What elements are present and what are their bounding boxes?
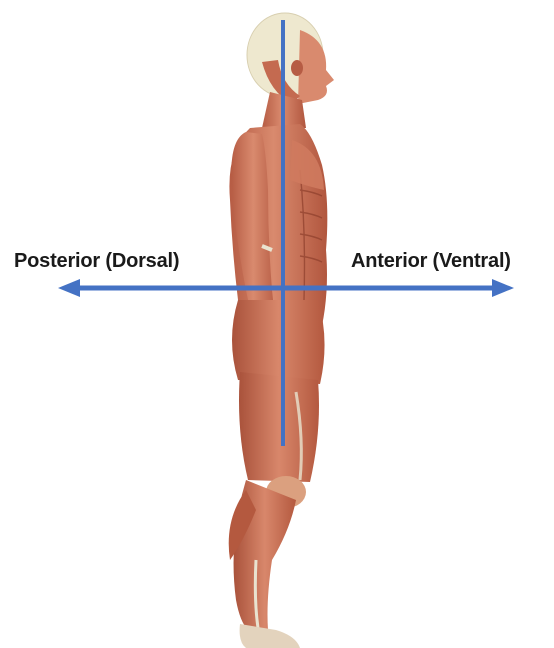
arrowhead-right-icon xyxy=(492,279,514,297)
hip xyxy=(232,300,325,384)
arrowhead-left-icon xyxy=(58,279,80,297)
head xyxy=(247,13,334,104)
thigh xyxy=(239,372,319,482)
foot xyxy=(240,624,300,648)
anterior-label: Anterior (Ventral) xyxy=(351,250,511,273)
posterior-label: Posterior (Dorsal) xyxy=(14,250,179,273)
